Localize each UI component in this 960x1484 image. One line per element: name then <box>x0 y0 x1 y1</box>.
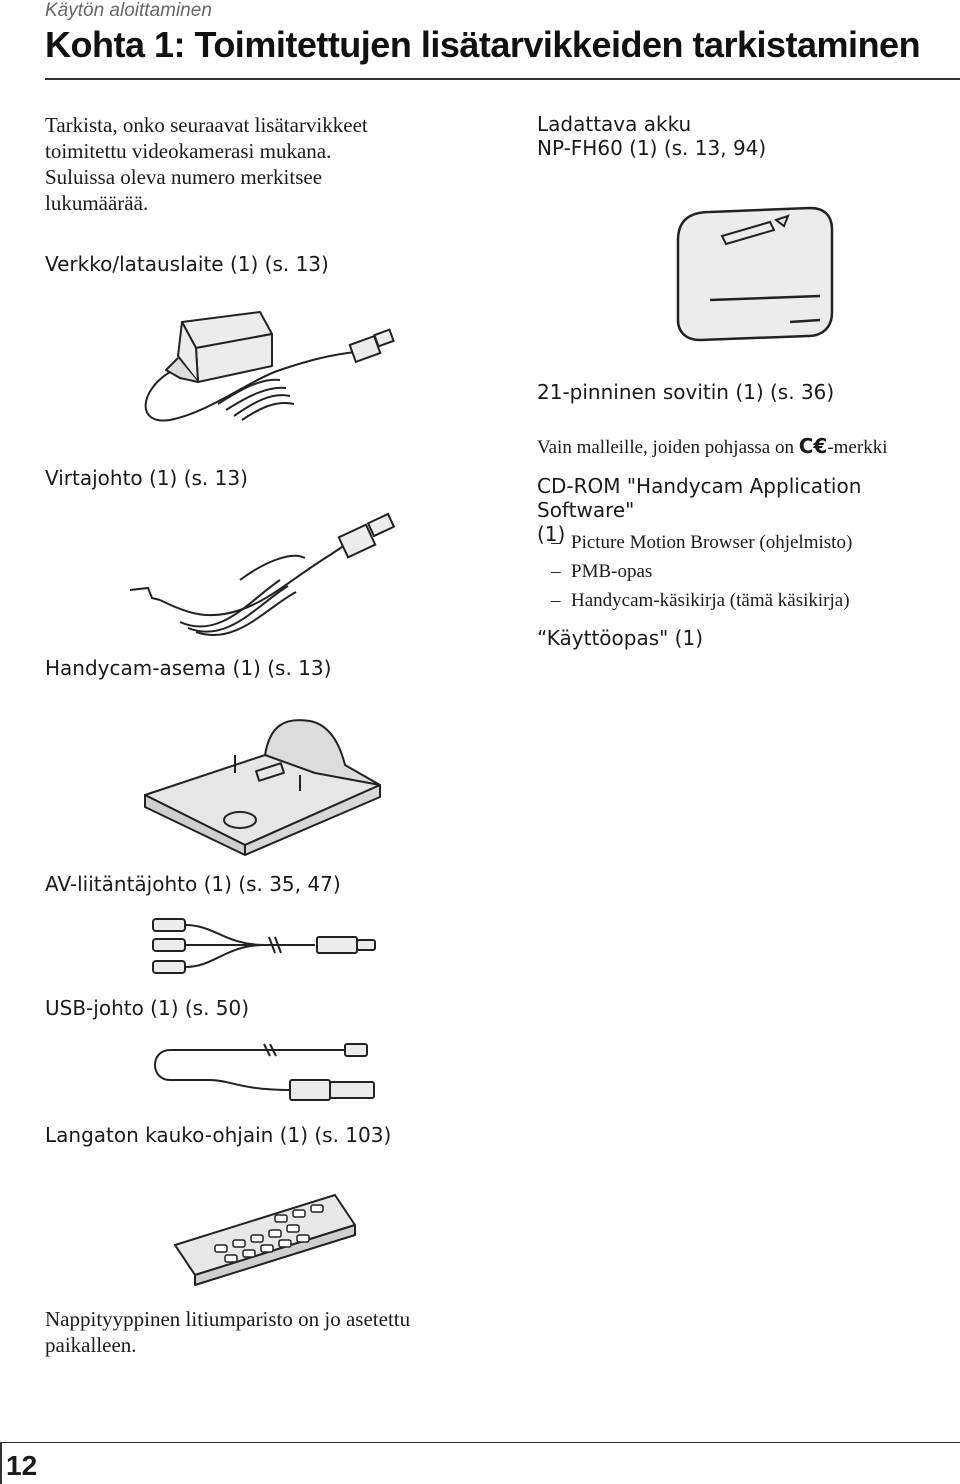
page-number: 12 <box>6 1450 38 1481</box>
battery-label: Ladattava akku NP-FH60 (1) (s. 13, 94) <box>537 112 767 160</box>
power-cord-label: Virtajohto (1) (s. 13) <box>45 466 248 490</box>
usb-cable-label: USB-johto (1) (s. 50) <box>45 996 250 1020</box>
ac-adapter-illustration <box>144 311 395 422</box>
station-label: Handycam-asema (1) (s. 13) <box>45 656 332 680</box>
section-label: Käytön aloittaminen <box>45 0 212 21</box>
battery-illustration <box>676 206 834 342</box>
power-cord-illustration <box>129 512 396 637</box>
remote-label: Langaton kauko-ohjain (1) (s. 103) <box>45 1123 392 1147</box>
list-item: Picture Motion Browser (ohjelmisto) <box>537 528 852 557</box>
intro-text: Tarkista, onko seuraavat lisätarvikkeet … <box>45 113 368 215</box>
title-rule <box>45 78 960 80</box>
page-title: Kohta 1: Toimitettujen lisätarvikkeiden … <box>45 24 921 65</box>
av-cable-illustration <box>152 918 376 974</box>
cdrom-label: CD-ROM "Handycam Application Software" (… <box>537 474 862 546</box>
list-item: PMB-opas <box>537 557 852 586</box>
adaptor21-note: Vain malleille, joiden pohjassa on C€-me… <box>537 434 888 458</box>
remote-note: Nappityyppinen litiumparisto on jo asete… <box>45 1307 411 1357</box>
page-tab-line <box>0 1442 2 1484</box>
footer-rule <box>0 1442 960 1443</box>
remote-control-illustration <box>174 1194 356 1286</box>
manual-label: “Käyttöopas" (1) <box>537 626 704 650</box>
cdrom-contents-list: Picture Motion Browser (ohjelmisto) PMB-… <box>537 528 852 615</box>
av-cable-label: AV-liitäntäjohto (1) (s. 35, 47) <box>45 872 341 896</box>
usb-cable-illustration <box>154 1043 375 1101</box>
list-item: Handycam-käsikirja (tämä käsikirja) <box>537 586 852 615</box>
handycam-station-illustration <box>144 719 381 856</box>
adaptor21-label: 21-pinninen sovitin (1) (s. 36) <box>537 380 835 404</box>
ce-mark-icon: C€ <box>798 434 828 458</box>
adapter-label: Verkko/latauslaite (1) (s. 13) <box>45 252 329 276</box>
